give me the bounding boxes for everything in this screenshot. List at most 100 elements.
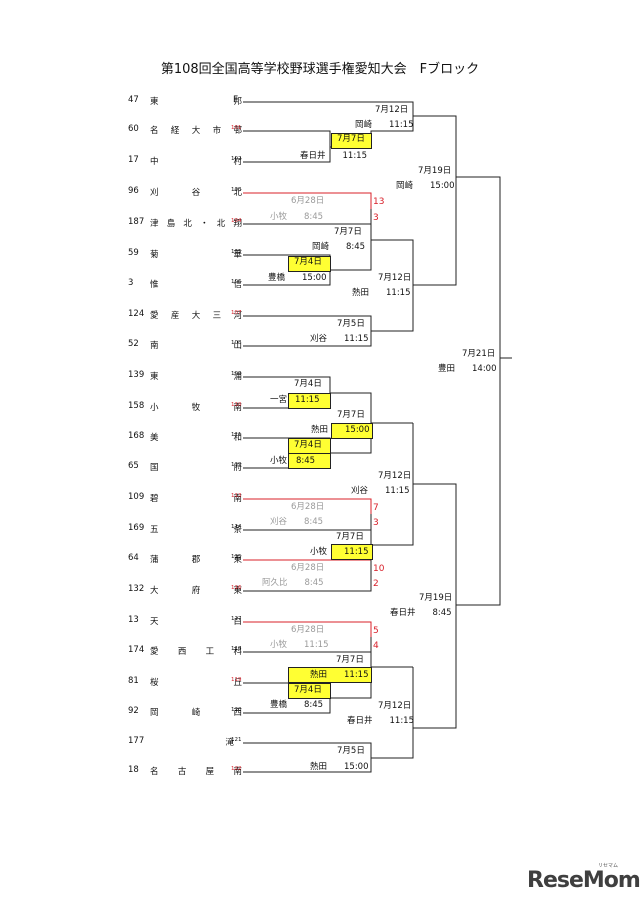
match-label: 6月28日 <box>291 196 325 206</box>
bracket-line <box>370 484 414 546</box>
team-seed: 174 <box>128 645 145 655</box>
match-label: 7月19日 <box>419 593 453 603</box>
team-name: 小牧南 <box>150 403 242 413</box>
team-code: 115 <box>231 554 242 560</box>
bracket-line <box>243 545 372 592</box>
match-label: 熱田 15:00 <box>310 762 369 772</box>
team-code: 119 <box>231 677 242 683</box>
team-seed: 187 <box>128 217 145 227</box>
team-code: 114 <box>231 524 242 530</box>
match-label: 7月5日 <box>337 746 365 756</box>
match-score: 3 <box>373 213 379 223</box>
team-code: 112 <box>231 462 242 468</box>
team-seed: 18 <box>128 765 139 775</box>
match-label: 豊橋 15:00 <box>268 273 327 283</box>
team-seed: 168 <box>128 431 145 441</box>
match-label: 7月19日 <box>418 166 452 176</box>
match-label: 豊橋 8:45 <box>270 700 324 710</box>
bracket-line <box>243 698 331 714</box>
team-code: 108 <box>231 340 242 346</box>
team-name: 滝 <box>225 738 234 748</box>
highlight-box <box>288 683 331 699</box>
bracket-line <box>243 331 372 347</box>
team-code: 104 <box>231 218 242 224</box>
match-label: 7月7日 <box>337 134 365 144</box>
match-label: 7月4日 <box>294 257 322 267</box>
match-label: 7月4日 <box>294 440 322 450</box>
bracket-line <box>370 209 414 270</box>
team-name: 南山 <box>150 341 242 351</box>
match-score: 7 <box>373 503 379 513</box>
team-seed: 124 <box>128 309 145 319</box>
match-label: 7月7日 <box>337 410 365 420</box>
team-seed: 65 <box>128 461 139 471</box>
match-label: 6月28日 <box>291 502 325 512</box>
match-label: 7月5日 <box>337 319 365 329</box>
match-score: 5 <box>373 626 379 636</box>
team-name: 国府 <box>150 463 242 473</box>
team-name: 天白 <box>150 617 242 627</box>
team-seed: 158 <box>128 401 145 411</box>
match-label: 岡崎 8:45 <box>312 242 366 252</box>
bracket-line <box>243 376 331 393</box>
team-name: 桜丘 <box>150 678 242 688</box>
team-name: 東邦 <box>150 97 242 107</box>
team-name: 美和 <box>150 433 242 443</box>
team-code: 103 <box>231 187 242 193</box>
team-name: 刈谷北 <box>150 188 242 198</box>
match-score: 10 <box>373 564 385 574</box>
team-code: 109 <box>231 371 242 377</box>
team-code: 118 <box>231 646 242 652</box>
team-code: 113 <box>231 493 242 499</box>
team-name: 菊華 <box>150 250 242 260</box>
team-seed: 139 <box>128 370 145 380</box>
bracket-line <box>412 423 457 605</box>
team-seed: 47 <box>128 95 139 105</box>
match-label: 7月7日 <box>334 227 362 237</box>
match-label: 7月21日 <box>462 349 496 359</box>
team-name: 五条 <box>150 525 242 535</box>
match-label: 7月7日 <box>336 655 364 665</box>
team-name: 愛産大三河 <box>150 311 242 321</box>
bracket-line <box>243 270 331 286</box>
match-label: 小牧 <box>270 456 288 466</box>
team-name: 名経大市邨 <box>150 126 242 136</box>
match-label: 小牧 11:15 <box>270 640 329 650</box>
team-name: 岡崎西 <box>150 708 242 718</box>
match-label: 春日井 8:45 <box>390 608 452 618</box>
match-label: 刈谷 8:45 <box>270 517 324 527</box>
team-code: 121 <box>231 737 242 743</box>
team-seed: 132 <box>128 584 145 594</box>
bracket-line <box>243 147 331 163</box>
highlight-box <box>331 544 373 560</box>
team-name: 津島北・北翔 <box>150 219 242 229</box>
highlight-box <box>288 667 372 683</box>
match-label: 7月12日 <box>378 471 412 481</box>
match-label: 6月28日 <box>291 625 325 635</box>
team-seed: 64 <box>128 553 139 563</box>
team-seed: 13 <box>128 615 139 625</box>
team-name: 東浦 <box>150 372 242 382</box>
match-label: 7月12日 <box>375 105 409 115</box>
team-seed: 96 <box>128 186 139 196</box>
match-label: 7月4日 <box>294 685 322 695</box>
match-label: 11:15 <box>295 395 320 405</box>
team-name: 大府東 <box>150 586 242 596</box>
match-label: 小牧 8:45 <box>270 212 324 222</box>
match-label: 7月7日 <box>336 532 364 542</box>
team-seed: 109 <box>128 492 145 502</box>
match-label: 熱田 11:15 <box>310 670 369 680</box>
highlight-box <box>288 393 331 409</box>
highlight-box <box>331 423 373 439</box>
match-label: 小牧 11:15 <box>310 547 369 557</box>
match-label: 刈谷 11:15 <box>310 334 369 344</box>
team-name: 惟信 <box>150 280 242 290</box>
team-name: 中村 <box>150 157 242 167</box>
team-seed: 59 <box>128 248 139 258</box>
team-seed: 169 <box>128 523 145 533</box>
match-label: 6月28日 <box>291 563 325 573</box>
match-label: 8:45 <box>296 456 316 466</box>
team-code: 101 <box>231 125 242 131</box>
match-score: 4 <box>373 641 379 651</box>
